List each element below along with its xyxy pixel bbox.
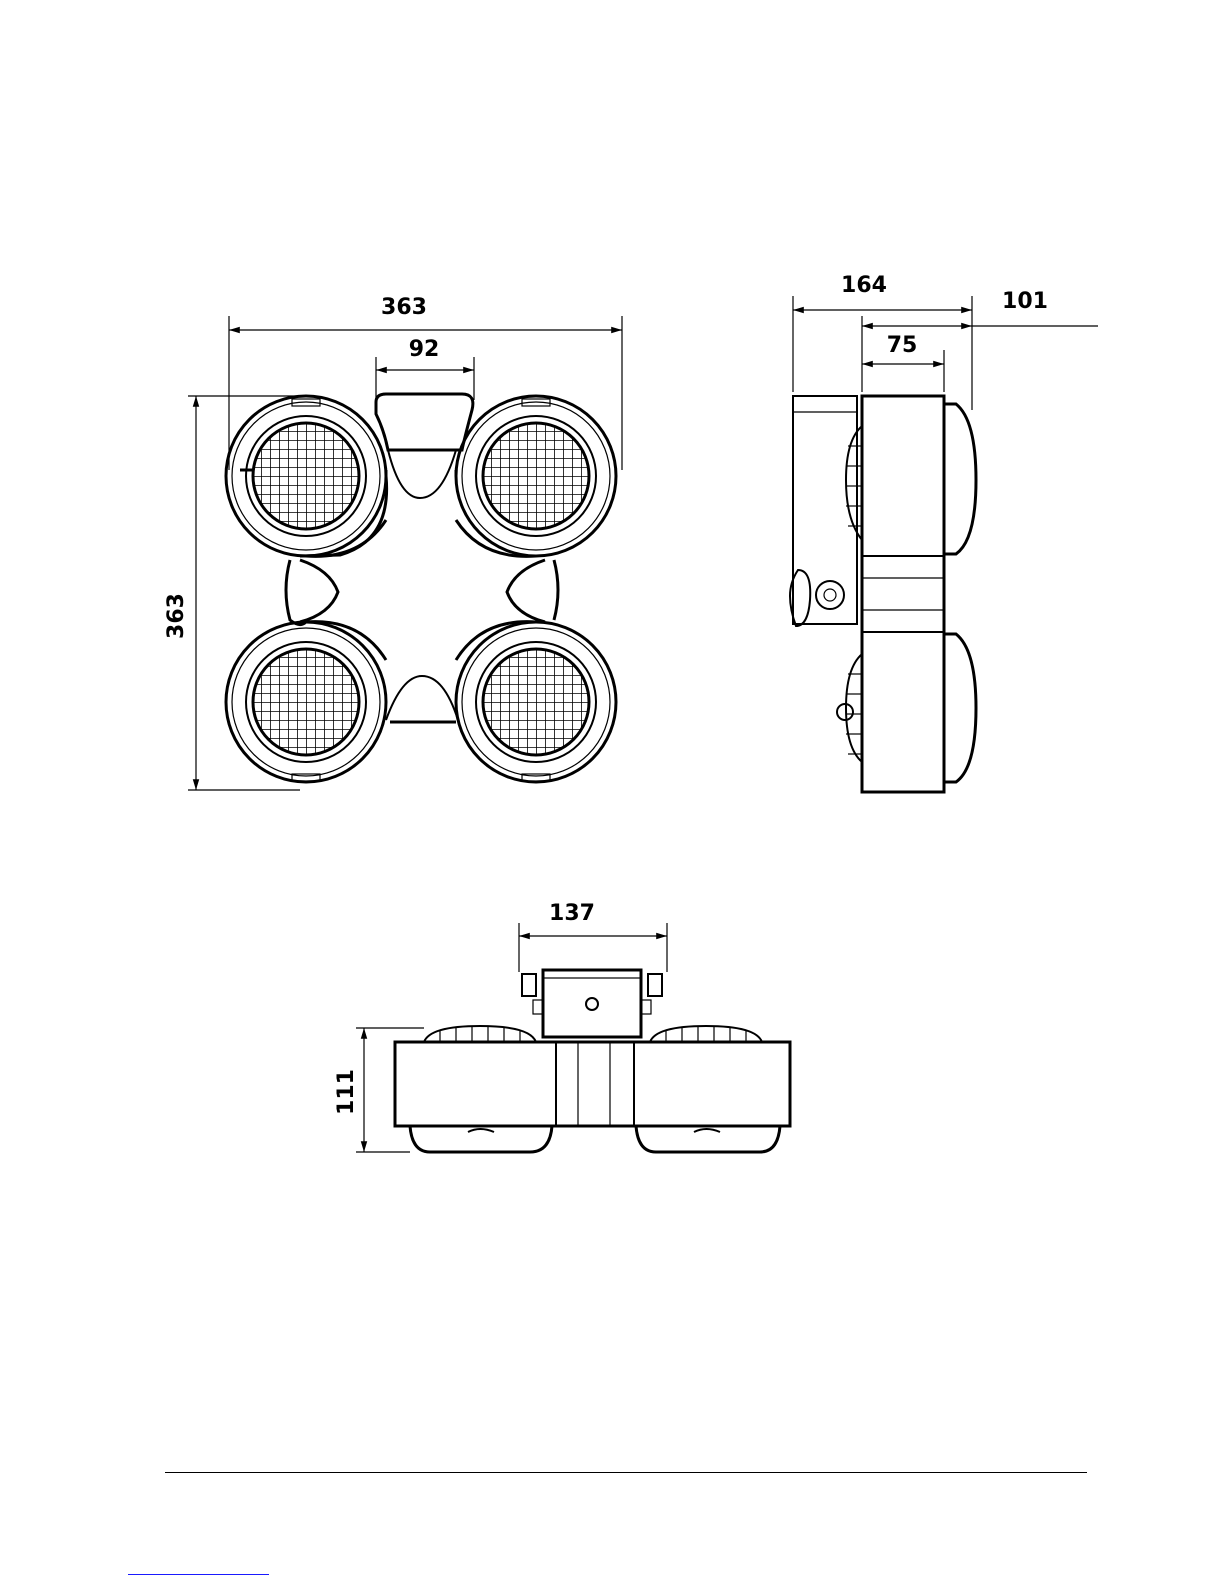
front-lamp-top-right [456, 396, 616, 556]
side-depth-total-label: 164 [841, 273, 887, 298]
bottom-height-label: 111 [334, 1069, 359, 1115]
bottom-view: 137 111 [334, 901, 790, 1152]
bottom-bracket [543, 970, 641, 1037]
side-view: 164 101 75 [790, 273, 1098, 792]
footer-rule [165, 1472, 1087, 1473]
front-lamp-top-left [226, 396, 386, 556]
side-depth-lens-label: 75 [887, 333, 918, 358]
side-knob [816, 581, 844, 609]
front-view: 363 92 363 [164, 295, 622, 790]
front-width-label: 363 [381, 295, 427, 320]
front-handle [376, 394, 473, 450]
front-handle-width-label: 92 [409, 337, 440, 362]
front-lamp-bottom-left [226, 622, 386, 782]
side-depth-body-label: 101 [1002, 289, 1048, 314]
front-height-label: 363 [164, 593, 189, 639]
bottom-bracket-width-label: 137 [549, 901, 595, 926]
front-lamp-bottom-right [456, 622, 616, 782]
bottom-link-underline [128, 1574, 269, 1575]
